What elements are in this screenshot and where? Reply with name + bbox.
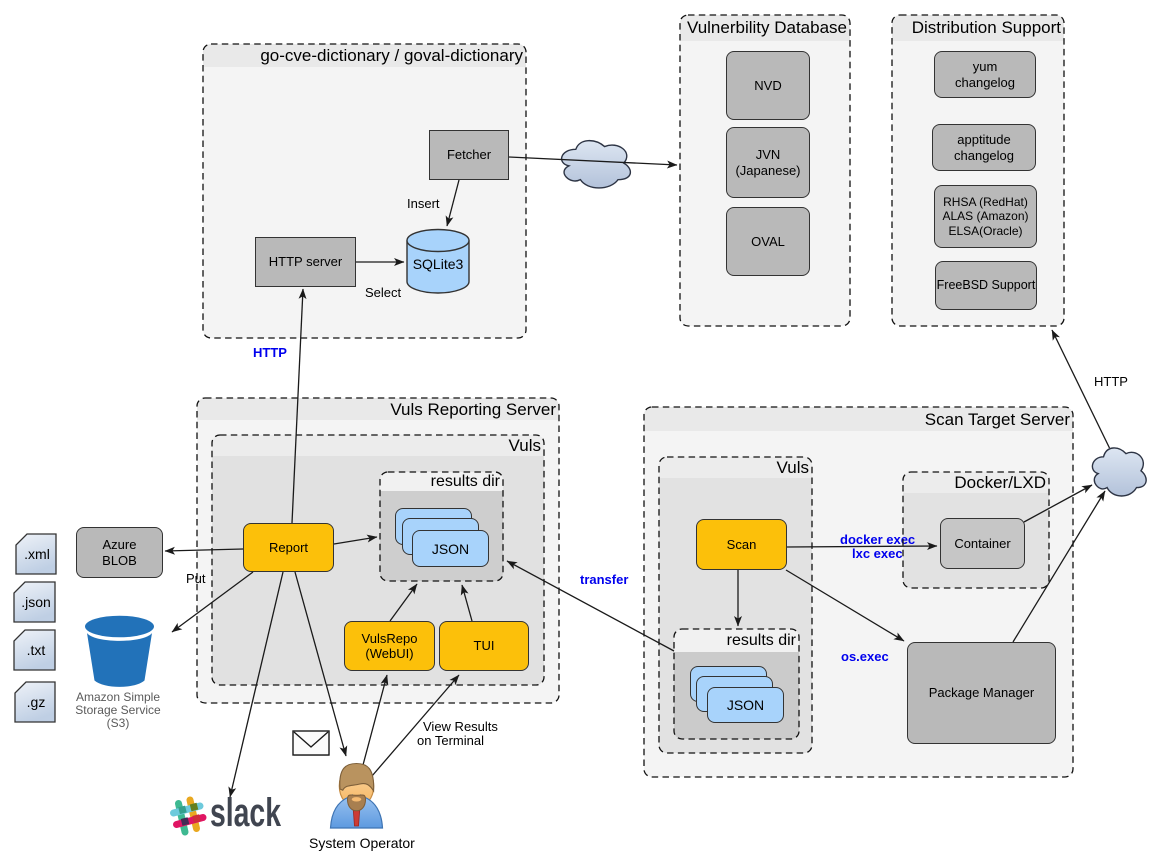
svg-text:.json: .json [21,594,51,610]
svg-text:.txt: .txt [27,642,46,658]
svg-text:.xml: .xml [24,546,50,562]
svg-text:.gz: .gz [27,694,46,710]
svg-text:slack: slack [210,791,282,835]
